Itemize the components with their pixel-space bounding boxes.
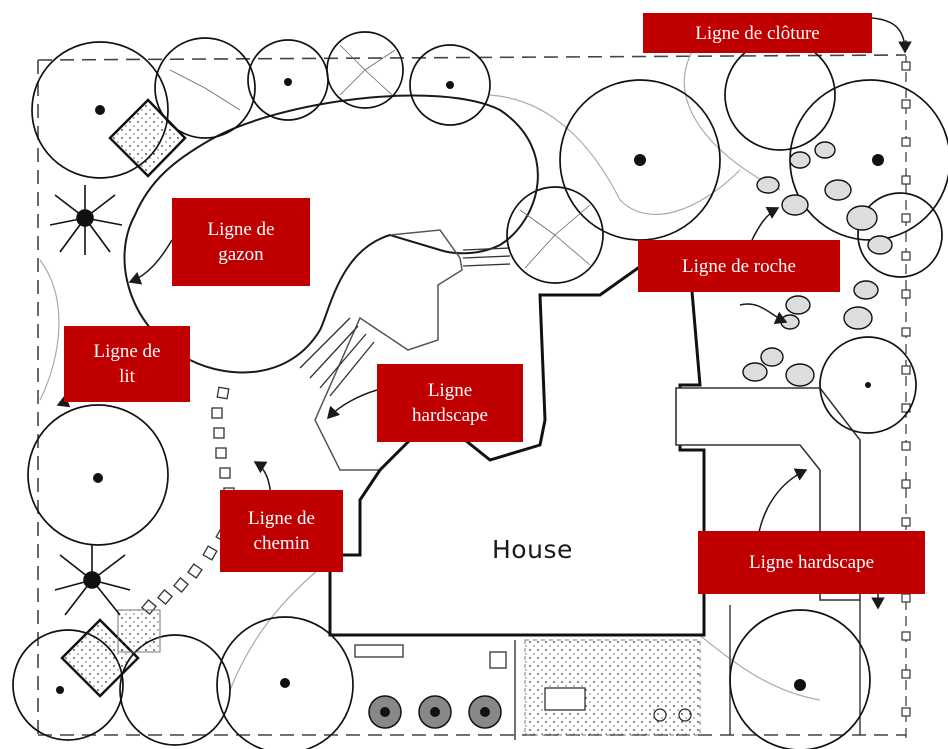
steps — [299, 247, 511, 397]
rocks — [742, 141, 893, 387]
tree-texture — [169, 44, 591, 269]
driveway — [675, 387, 861, 601]
small-shrubs — [368, 695, 502, 729]
property-boundary — [37, 54, 907, 736]
label-rock-line: Ligne de roche — [638, 240, 840, 292]
lawn-outline — [123, 94, 539, 374]
label-hardscape-center: Ligne hardscape — [377, 364, 523, 442]
house-outline — [328, 266, 706, 637]
label-fence-line: Ligne de clôture — [643, 13, 872, 53]
shrub-diamonds — [60, 98, 187, 698]
fence-line — [901, 40, 911, 740]
house-label: House — [492, 535, 573, 564]
label-hardscape-right: Ligne hardscape — [698, 531, 925, 594]
label-lawn-line: Ligne de gazon — [172, 198, 310, 286]
starburst-shrubs — [49, 185, 131, 616]
label-path-line: Ligne de chemin — [220, 490, 343, 572]
tree-trunks — [56, 78, 884, 694]
label-bed-line: Ligne de lit — [64, 326, 190, 402]
